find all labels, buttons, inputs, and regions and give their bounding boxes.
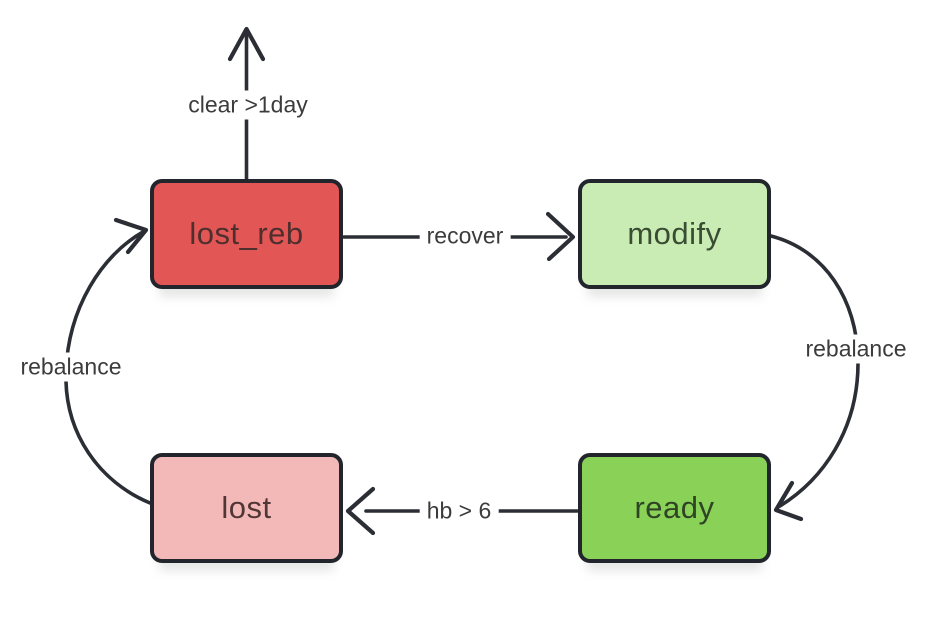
- state-node-ready: ready: [578, 453, 771, 563]
- edge-recover-arrowhead-icon: [545, 211, 576, 262]
- state-node-lost: lost: [150, 453, 343, 563]
- edge-rebalance-right-arrowhead-icon: [773, 480, 804, 522]
- state-label: modify: [627, 216, 722, 251]
- edge-label-hb: hb > 6: [419, 496, 499, 526]
- edge-label-rebalance-right: rebalance: [798, 334, 914, 364]
- state-node-modify: modify: [578, 179, 771, 289]
- state-label: ready: [634, 490, 715, 525]
- edge-clear-arrowhead-icon: [227, 26, 266, 62]
- edge-rebalance-right-line: [769, 234, 860, 508]
- edge-rebalance-left-arrowhead-icon: [113, 217, 149, 255]
- edge-label-rebalance-left: rebalance: [13, 352, 129, 382]
- edge-label-clear: clear >1day: [181, 90, 315, 120]
- state-node-lost_reb: lost_reb: [150, 179, 343, 289]
- state-label: lost_reb: [189, 216, 304, 251]
- edge-hb-arrowhead-icon: [345, 486, 376, 536]
- state-label: lost: [221, 490, 272, 525]
- edge-label-recover: recover: [419, 221, 511, 251]
